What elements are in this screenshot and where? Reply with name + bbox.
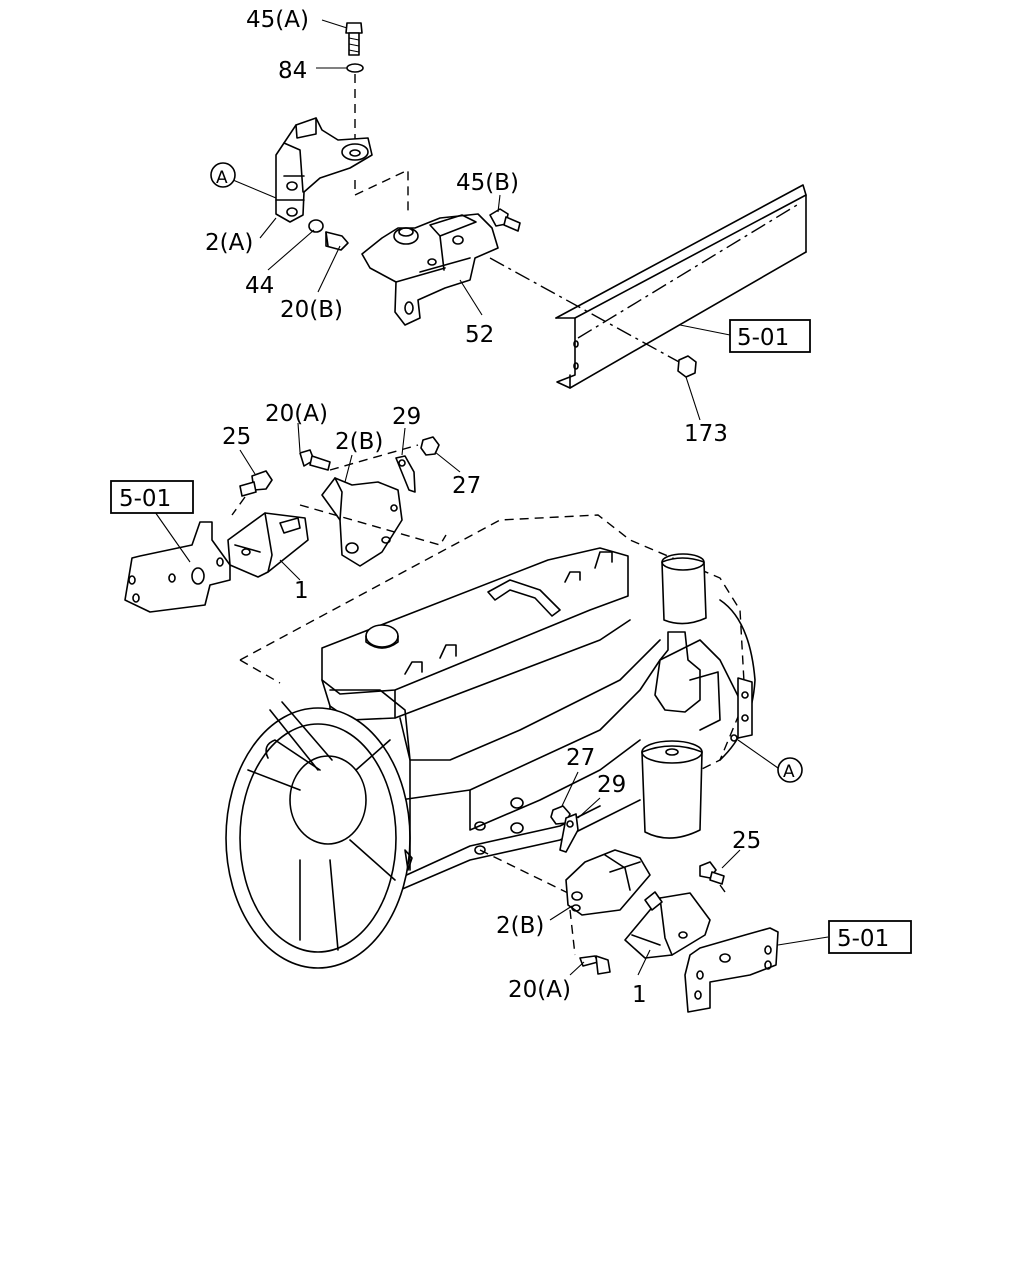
bolt-45a [345, 22, 363, 56]
label-52: 52 [465, 322, 494, 348]
bolt-20a-top [299, 449, 331, 471]
frame-bracket-bottom [684, 927, 779, 1013]
bolt-25-bottom [699, 861, 725, 885]
label-27-bottom: 27 [566, 745, 595, 771]
washer-84 [346, 63, 364, 73]
label-45b: 45(B) [456, 170, 519, 196]
nut-173 [677, 355, 697, 378]
frame-rail [489, 184, 807, 389]
label-1-bottom: 1 [632, 982, 647, 1008]
label-501-top: 5-01 [737, 325, 789, 351]
ref-box-501-bottom [828, 920, 912, 954]
bracket-2b-bottom [565, 849, 651, 916]
label-501-left: 5-01 [119, 486, 171, 512]
rubber-mount-1-top [227, 512, 309, 578]
callout-labels: 45(A) 84 A 2(A) 44 20(B) 45(B) 52 5-01 1… [110, 7, 912, 1008]
label-2a: 2(A) [205, 230, 253, 256]
ref-a-circle-top [210, 162, 236, 188]
bracket-52 [361, 213, 499, 326]
label-25-bottom: 25 [732, 828, 761, 854]
bolt-20a-bottom [579, 955, 611, 975]
label-20a-bottom: 20(A) [508, 977, 571, 1003]
label-1-top: 1 [294, 578, 309, 604]
label-a-right: A [783, 762, 795, 782]
bolt-20b [325, 231, 349, 251]
ref-a-circle-right [777, 757, 803, 783]
ref-box-501-left [110, 480, 194, 514]
rear-mount-bracket-group [275, 22, 807, 389]
label-27-top: 27 [452, 473, 481, 499]
label-20b: 20(B) [280, 297, 343, 323]
bracket-2a [275, 117, 373, 223]
engine-block [225, 514, 756, 969]
label-2b-bottom: 2(B) [496, 913, 544, 939]
bolt-25-top [239, 470, 273, 497]
label-173: 173 [684, 421, 728, 447]
label-29-bottom: 29 [597, 772, 626, 798]
label-20a-top: 20(A) [265, 401, 328, 427]
washer-44 [308, 219, 324, 233]
label-25-top: 25 [222, 424, 251, 450]
nut-27-top [420, 436, 440, 456]
label-a-top: A [216, 168, 228, 188]
label-44: 44 [245, 273, 274, 299]
label-29-top: 29 [392, 404, 421, 430]
label-501-bottom: 5-01 [837, 926, 889, 952]
front-left-mount-group [124, 436, 447, 613]
leader-lines [154, 19, 829, 976]
label-2b-top: 2(B) [335, 429, 383, 455]
ref-box-501-top [729, 319, 811, 353]
frame-bracket-left [124, 521, 231, 613]
bolt-45b [489, 208, 521, 232]
rubber-mount-1-bottom [624, 891, 711, 959]
front-right-mount-group [479, 805, 779, 1013]
label-84: 84 [278, 58, 307, 84]
label-45a: 45(A) [246, 7, 309, 33]
